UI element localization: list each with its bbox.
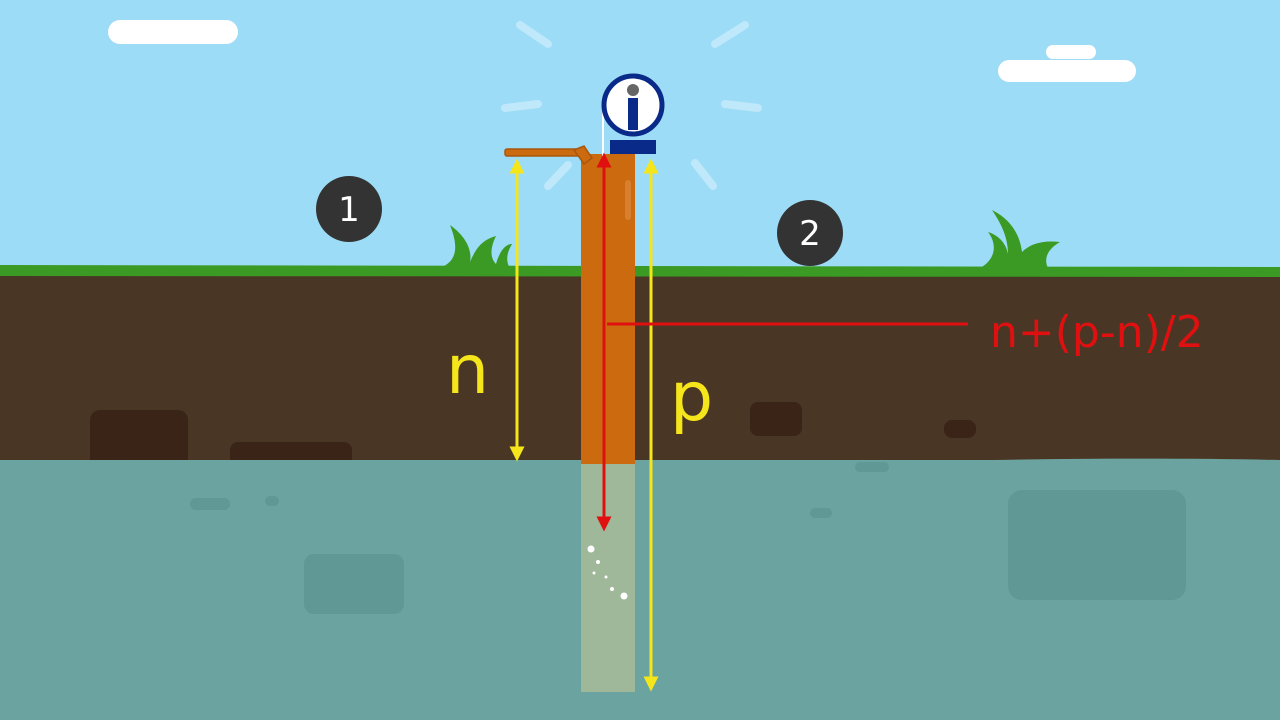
label-n: n (446, 331, 489, 410)
gauge-rays (501, 21, 762, 190)
label-formula: n+(p-n)/2 (990, 307, 1204, 358)
grass-tuft-icon (440, 225, 512, 268)
soil-layer (0, 270, 1280, 465)
cloud-icon (998, 45, 1136, 82)
bubbles (587, 545, 628, 600)
badge-2: 2 (777, 200, 843, 266)
badge-1: 1 (316, 176, 382, 242)
grass-strip (0, 265, 1280, 277)
badge-1-text: 1 (338, 190, 360, 230)
badge-2-text: 2 (799, 214, 821, 254)
submerged-rocks (190, 462, 1186, 614)
info-gauge-icon (601, 73, 665, 154)
pipe-highlight (625, 180, 631, 220)
pump-lever (504, 145, 594, 166)
pipe-submerged (581, 462, 635, 692)
cloud-icon (108, 20, 238, 44)
label-p: p (670, 358, 713, 437)
grass-tuft-icon (980, 210, 1060, 268)
water-edge (0, 458, 1280, 470)
